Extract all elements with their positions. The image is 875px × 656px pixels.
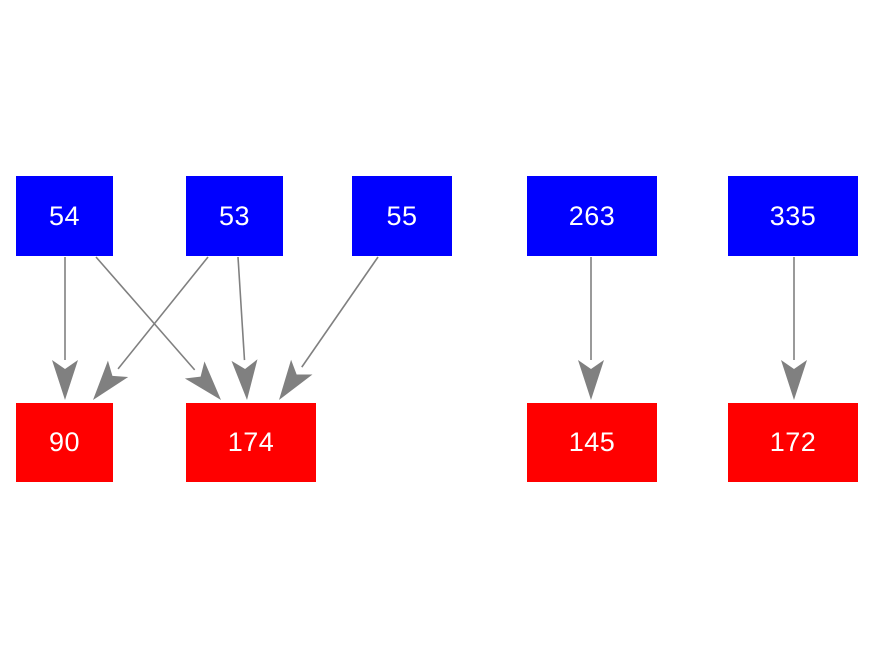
edge-shaft xyxy=(237,256,246,361)
edge-n53-to-n174 xyxy=(231,256,258,400)
edge-shaft xyxy=(95,256,196,371)
node-source-53[interactable]: 53 xyxy=(186,176,283,256)
node-target-172[interactable]: 172 xyxy=(728,403,858,482)
node-label: 53 xyxy=(218,200,251,231)
node-source-335[interactable]: 335 xyxy=(728,176,858,256)
node-label: 335 xyxy=(769,200,817,231)
edge-shaft xyxy=(117,256,209,370)
node-source-263[interactable]: 263 xyxy=(527,176,657,256)
edge-n54-to-n174 xyxy=(95,256,221,400)
node-label: 263 xyxy=(568,200,616,231)
arrowhead-icon xyxy=(52,360,78,400)
arrowhead-icon xyxy=(781,360,807,400)
node-label: 145 xyxy=(568,427,616,457)
node-target-145[interactable]: 145 xyxy=(527,403,657,482)
node-target-174[interactable]: 174 xyxy=(186,403,316,482)
arrowhead-icon xyxy=(184,361,221,400)
node-label: 172 xyxy=(769,427,817,457)
node-label: 174 xyxy=(227,427,275,457)
node-source-54[interactable]: 54 xyxy=(16,176,113,256)
node-label: 90 xyxy=(48,427,81,457)
edge-n263-to-n145 xyxy=(578,257,604,400)
arrowhead-icon xyxy=(279,359,313,400)
edge-n53-to-n90 xyxy=(93,256,209,400)
edge-n54-to-n90 xyxy=(52,257,78,400)
node-target-90[interactable]: 90 xyxy=(16,403,113,482)
edge-n335-to-n172 xyxy=(781,257,807,400)
edge-shaft xyxy=(301,256,379,368)
node-label: 54 xyxy=(48,200,81,231)
arrowhead-icon xyxy=(93,360,129,400)
arrowhead-icon xyxy=(578,360,604,400)
node-source-55[interactable]: 55 xyxy=(352,176,452,256)
node-label: 55 xyxy=(386,200,418,231)
edge-n55-to-n174 xyxy=(279,256,379,400)
arrowhead-icon xyxy=(231,359,258,400)
